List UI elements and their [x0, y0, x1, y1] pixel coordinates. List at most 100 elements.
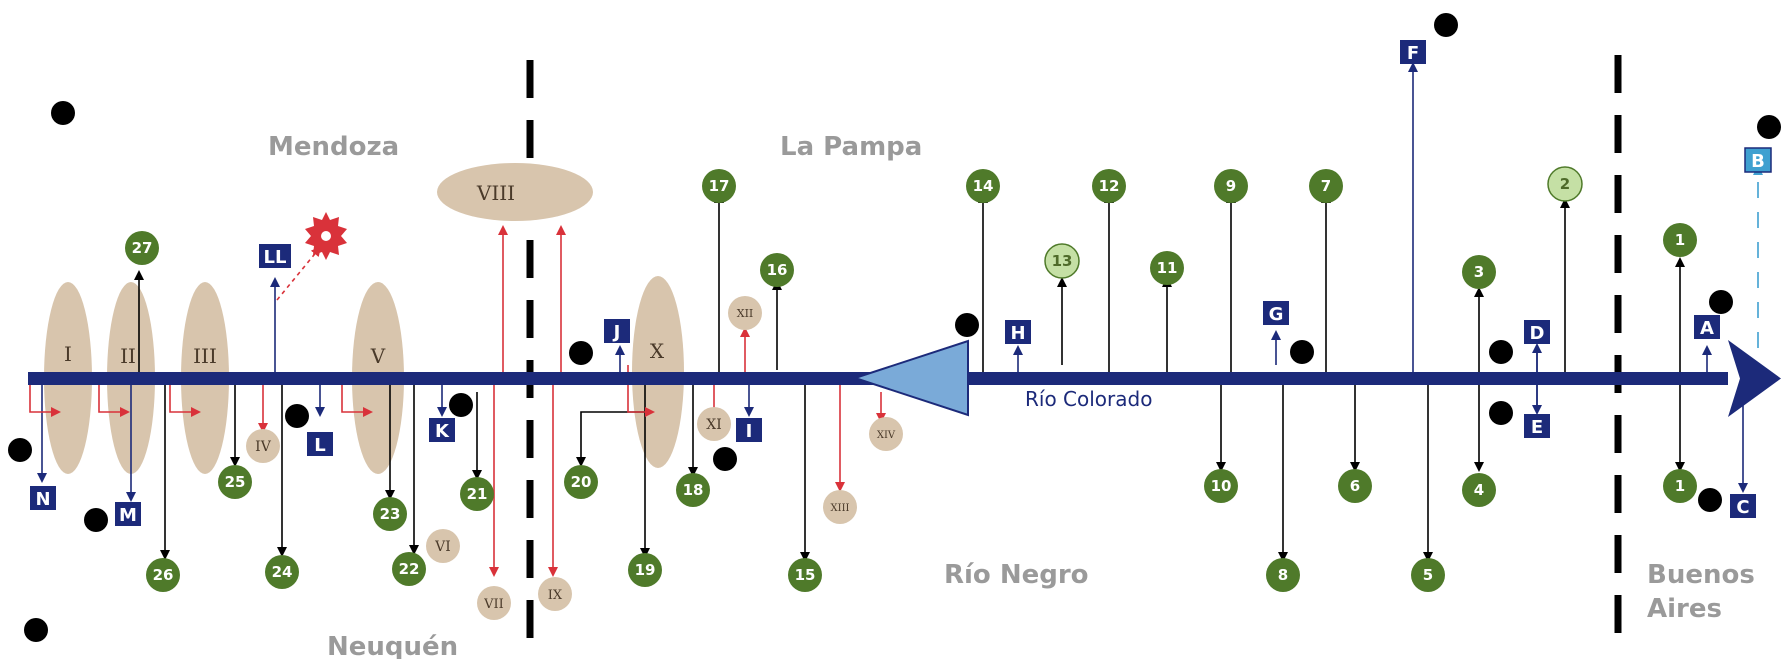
- box-C: C: [1730, 494, 1756, 518]
- svg-text:22: 22: [399, 560, 420, 578]
- svg-text:C: C: [1736, 497, 1749, 518]
- zone-label-XIII: XIII: [831, 503, 850, 514]
- station-21: 21: [460, 477, 494, 511]
- zone-label-VIII: VIII: [476, 181, 515, 205]
- svg-text:1: 1: [1675, 231, 1685, 249]
- svg-text:H: H: [1010, 323, 1025, 344]
- station-14: 14: [966, 169, 1000, 203]
- svg-text:I: I: [746, 421, 753, 442]
- zone-label-V: V: [370, 344, 386, 368]
- province-label-la-pampa: La Pampa: [780, 132, 922, 162]
- box-L: L: [307, 432, 333, 456]
- station-15: 15: [788, 558, 822, 592]
- letter-boxes: N M LL L K J I H G F D E A C B: [30, 40, 1772, 526]
- province-label-buenos-aires-line1: Buenos: [1647, 560, 1755, 590]
- station-18: 18: [676, 473, 710, 507]
- svg-text:F: F: [1407, 43, 1419, 64]
- svg-text:9: 9: [1226, 177, 1236, 195]
- station-1-upstream: 1: [1663, 223, 1697, 257]
- box-J: J: [604, 319, 630, 343]
- svg-text:A: A: [1700, 318, 1714, 339]
- province-label-buenos-aires-line2: Aires: [1647, 594, 1722, 624]
- box-B: B: [1744, 147, 1772, 173]
- svg-text:G: G: [1269, 304, 1284, 325]
- svg-text:20: 20: [571, 473, 592, 491]
- svg-text:18: 18: [683, 481, 704, 499]
- svg-text:19: 19: [635, 561, 656, 579]
- box-D: D: [1524, 320, 1550, 344]
- station-11: 11: [1150, 251, 1184, 285]
- svg-text:M: M: [119, 505, 137, 526]
- svg-text:15: 15: [795, 566, 816, 584]
- station-7: 7: [1309, 169, 1343, 203]
- svg-text:D: D: [1530, 323, 1545, 344]
- zone-label-XIV: XIV: [877, 430, 896, 441]
- red-starburst-icon: [305, 212, 347, 260]
- river: [28, 339, 1781, 417]
- svg-text:B: B: [1751, 151, 1765, 172]
- stations: 27 26 25 24 23 22 21 20 19 18 17 16 15 1…: [125, 166, 1697, 592]
- svg-text:N: N: [35, 489, 50, 510]
- svg-text:21: 21: [467, 485, 488, 503]
- station-16: 16: [760, 253, 794, 287]
- station-27: 27: [125, 231, 159, 265]
- zone-VIII-ellipse: [437, 163, 593, 221]
- station-5: 5: [1411, 558, 1445, 592]
- station-23: 23: [373, 497, 407, 531]
- svg-text:25: 25: [225, 473, 246, 491]
- box-A: A: [1694, 315, 1720, 339]
- river-arrowhead: [1728, 340, 1781, 417]
- svg-text:12: 12: [1099, 177, 1120, 195]
- dam-triangle: [851, 339, 969, 417]
- box-N: N: [30, 486, 56, 510]
- province-label-neuquen: Neuquén: [327, 632, 458, 659]
- station-20: 20: [564, 465, 598, 499]
- zone-label-XII: XII: [737, 307, 754, 320]
- station-3: 3: [1462, 255, 1496, 289]
- zone-label-I: I: [64, 342, 72, 366]
- station-22: 22: [392, 552, 426, 586]
- station-1-downstream: 1: [1663, 469, 1697, 503]
- connections: [29, 62, 1763, 577]
- svg-text:7: 7: [1321, 177, 1331, 195]
- svg-text:E: E: [1531, 417, 1543, 438]
- zone-label-XI: XI: [706, 417, 722, 433]
- station-8: 8: [1266, 558, 1300, 592]
- station-17: 17: [702, 169, 736, 203]
- svg-text:LL: LL: [264, 247, 287, 268]
- station-26: 26: [146, 558, 180, 592]
- station-25: 25: [218, 465, 252, 499]
- black-dots: [8, 13, 1781, 642]
- river-name-label: Río Colorado: [1025, 387, 1152, 411]
- svg-text:26: 26: [153, 566, 174, 584]
- box-I: I: [736, 418, 762, 442]
- zone-label-VI: VI: [434, 539, 451, 555]
- zone-label-III: III: [193, 344, 217, 368]
- box-G: G: [1263, 301, 1289, 325]
- svg-text:J: J: [612, 322, 621, 343]
- svg-text:17: 17: [709, 177, 730, 195]
- station-10: 10: [1204, 469, 1238, 503]
- box-K: K: [429, 418, 455, 442]
- station-4: 4: [1462, 473, 1496, 507]
- svg-text:K: K: [435, 421, 450, 442]
- province-label-mendoza: Mendoza: [268, 132, 399, 162]
- station-13: 13: [1044, 243, 1080, 279]
- box-E: E: [1524, 414, 1550, 438]
- station-12: 12: [1092, 169, 1126, 203]
- zone-label-IX: IX: [548, 588, 563, 603]
- svg-text:13: 13: [1052, 252, 1073, 270]
- svg-text:14: 14: [973, 177, 994, 195]
- station-6: 6: [1338, 469, 1372, 503]
- svg-text:11: 11: [1157, 259, 1178, 277]
- tan-zones: [44, 163, 684, 474]
- box-M: M: [115, 502, 141, 526]
- small-zones: IV VI VII IX XI XII XIII XIV: [246, 296, 903, 620]
- svg-text:5: 5: [1423, 566, 1433, 584]
- svg-text:8: 8: [1278, 566, 1288, 584]
- box-LL: LL: [259, 244, 291, 268]
- svg-text:3: 3: [1474, 263, 1484, 281]
- svg-text:24: 24: [272, 563, 293, 581]
- svg-text:23: 23: [380, 505, 401, 523]
